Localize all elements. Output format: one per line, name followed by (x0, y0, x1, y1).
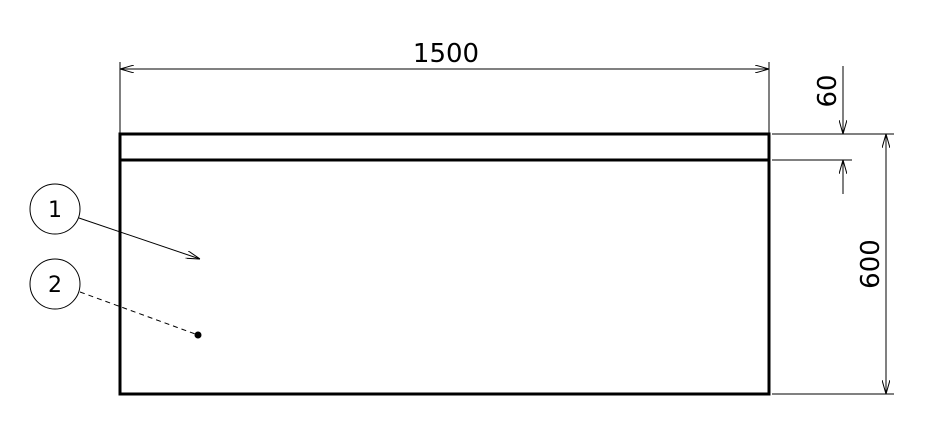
callout-1: 1 (29, 183, 200, 259)
callout-2: 2 (29, 258, 202, 339)
width-dimension: 1500 (119, 39, 770, 134)
top-band-dimension-label: 60 (813, 74, 843, 107)
top-band-dimension: 60 (772, 66, 852, 194)
callout-1-label: 1 (48, 198, 62, 223)
callout-1-bubble (29, 183, 81, 235)
panel-outline (118, 132, 771, 396)
width-dimension-label: 1500 (413, 39, 479, 69)
height-dimension: 600 (772, 133, 894, 395)
callout-2-bubble (29, 258, 81, 310)
callout-2-label: 2 (48, 273, 62, 298)
height-dimension-label: 600 (856, 239, 886, 289)
callout-2-dot (194, 331, 202, 339)
callout-1-arrow (78, 217, 200, 259)
callout-2-leader (79, 291, 199, 336)
